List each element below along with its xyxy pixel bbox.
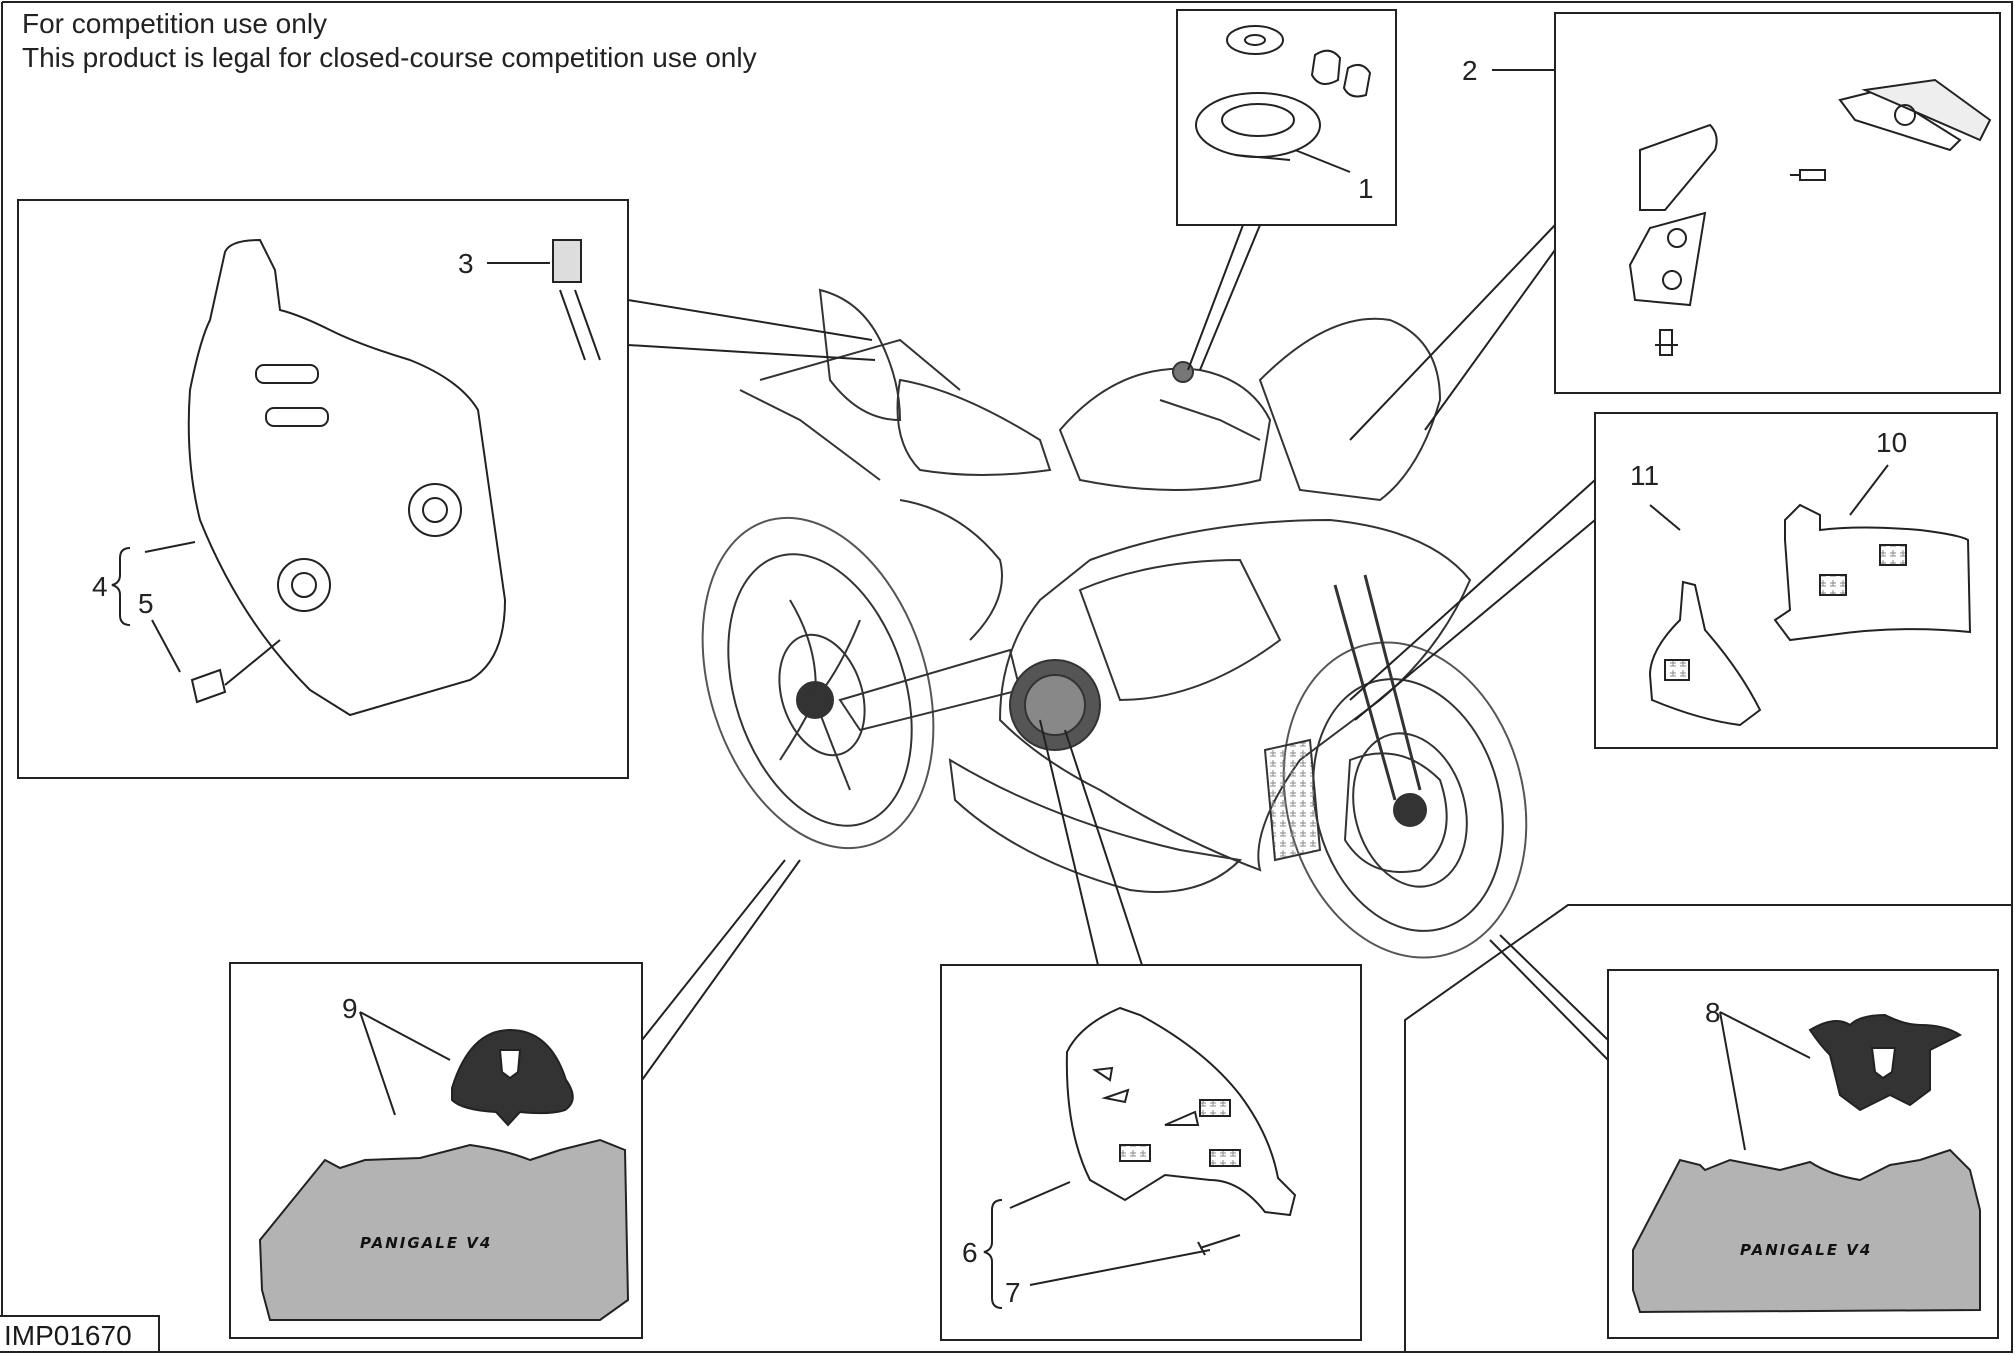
- fuel-cap-location: [1172, 361, 1194, 383]
- fuel-tank: [1058, 367, 1272, 491]
- callout-7: 7: [1005, 1277, 1021, 1308]
- callout-6: 6: [962, 1237, 978, 1268]
- front-rim: [1312, 678, 1504, 932]
- legal-note: This product is legal for closed-course …: [22, 42, 757, 73]
- callout-10: 10: [1876, 427, 1907, 458]
- brace-6-7: [983, 1199, 1003, 1309]
- rear-rim: [727, 553, 913, 827]
- motorcycle: [701, 288, 1528, 959]
- side-fairing-detail: [1078, 558, 1282, 702]
- windscreen: [1258, 317, 1442, 502]
- radiator: [1263, 738, 1322, 862]
- bracket-parts: [1648, 503, 1972, 727]
- tank-cover-part-left: PANIGALE V4: [258, 1028, 630, 1321]
- front-brake-disc: [1343, 752, 1448, 873]
- callout-leaders: [144, 69, 1889, 1286]
- inset-box-4-5: [17, 199, 629, 779]
- tail-section: [818, 288, 902, 422]
- mirror-blanking-plates: [1628, 78, 1992, 356]
- callout-8: 8: [1705, 997, 1721, 1028]
- clutch-cover-part: [1065, 1006, 1297, 1256]
- handlebar: [1159, 399, 1261, 441]
- brand-text-right: PANIGALE V4: [1740, 1241, 1872, 1259]
- exhaust: [899, 499, 1003, 641]
- callout-1: 1: [1358, 173, 1374, 204]
- outer-frame-right: [1405, 905, 2013, 1353]
- drawing-code: IMP01670: [0, 1315, 160, 1353]
- callout-4: 4: [92, 571, 108, 602]
- inset-box-10-11: [1594, 412, 1998, 749]
- tank-cover-part-right: PANIGALE V4: [1632, 1013, 1981, 1314]
- seat: [896, 378, 1052, 476]
- belly-pan: [948, 758, 1243, 893]
- brace-4-5: [111, 547, 131, 626]
- callout-11: 11: [1630, 460, 1659, 491]
- callout-5: 5: [138, 588, 154, 619]
- connector-part: [552, 239, 601, 361]
- callout-2: 2: [1462, 55, 1478, 86]
- fuel-cap-part: [1195, 25, 1372, 161]
- callout-3: 3: [458, 248, 474, 279]
- brand-text-left: PANIGALE V4: [360, 1234, 492, 1252]
- inset-box-1: [1176, 9, 1397, 226]
- subframe: [739, 338, 961, 481]
- callout-9: 9: [342, 993, 358, 1024]
- rear-tire: [701, 516, 935, 850]
- leader-lines: [627, 224, 1609, 1081]
- inset-box-2: [1554, 12, 2001, 394]
- competition-note: For competition use only: [22, 8, 328, 39]
- heat-shield-part: [187, 238, 507, 717]
